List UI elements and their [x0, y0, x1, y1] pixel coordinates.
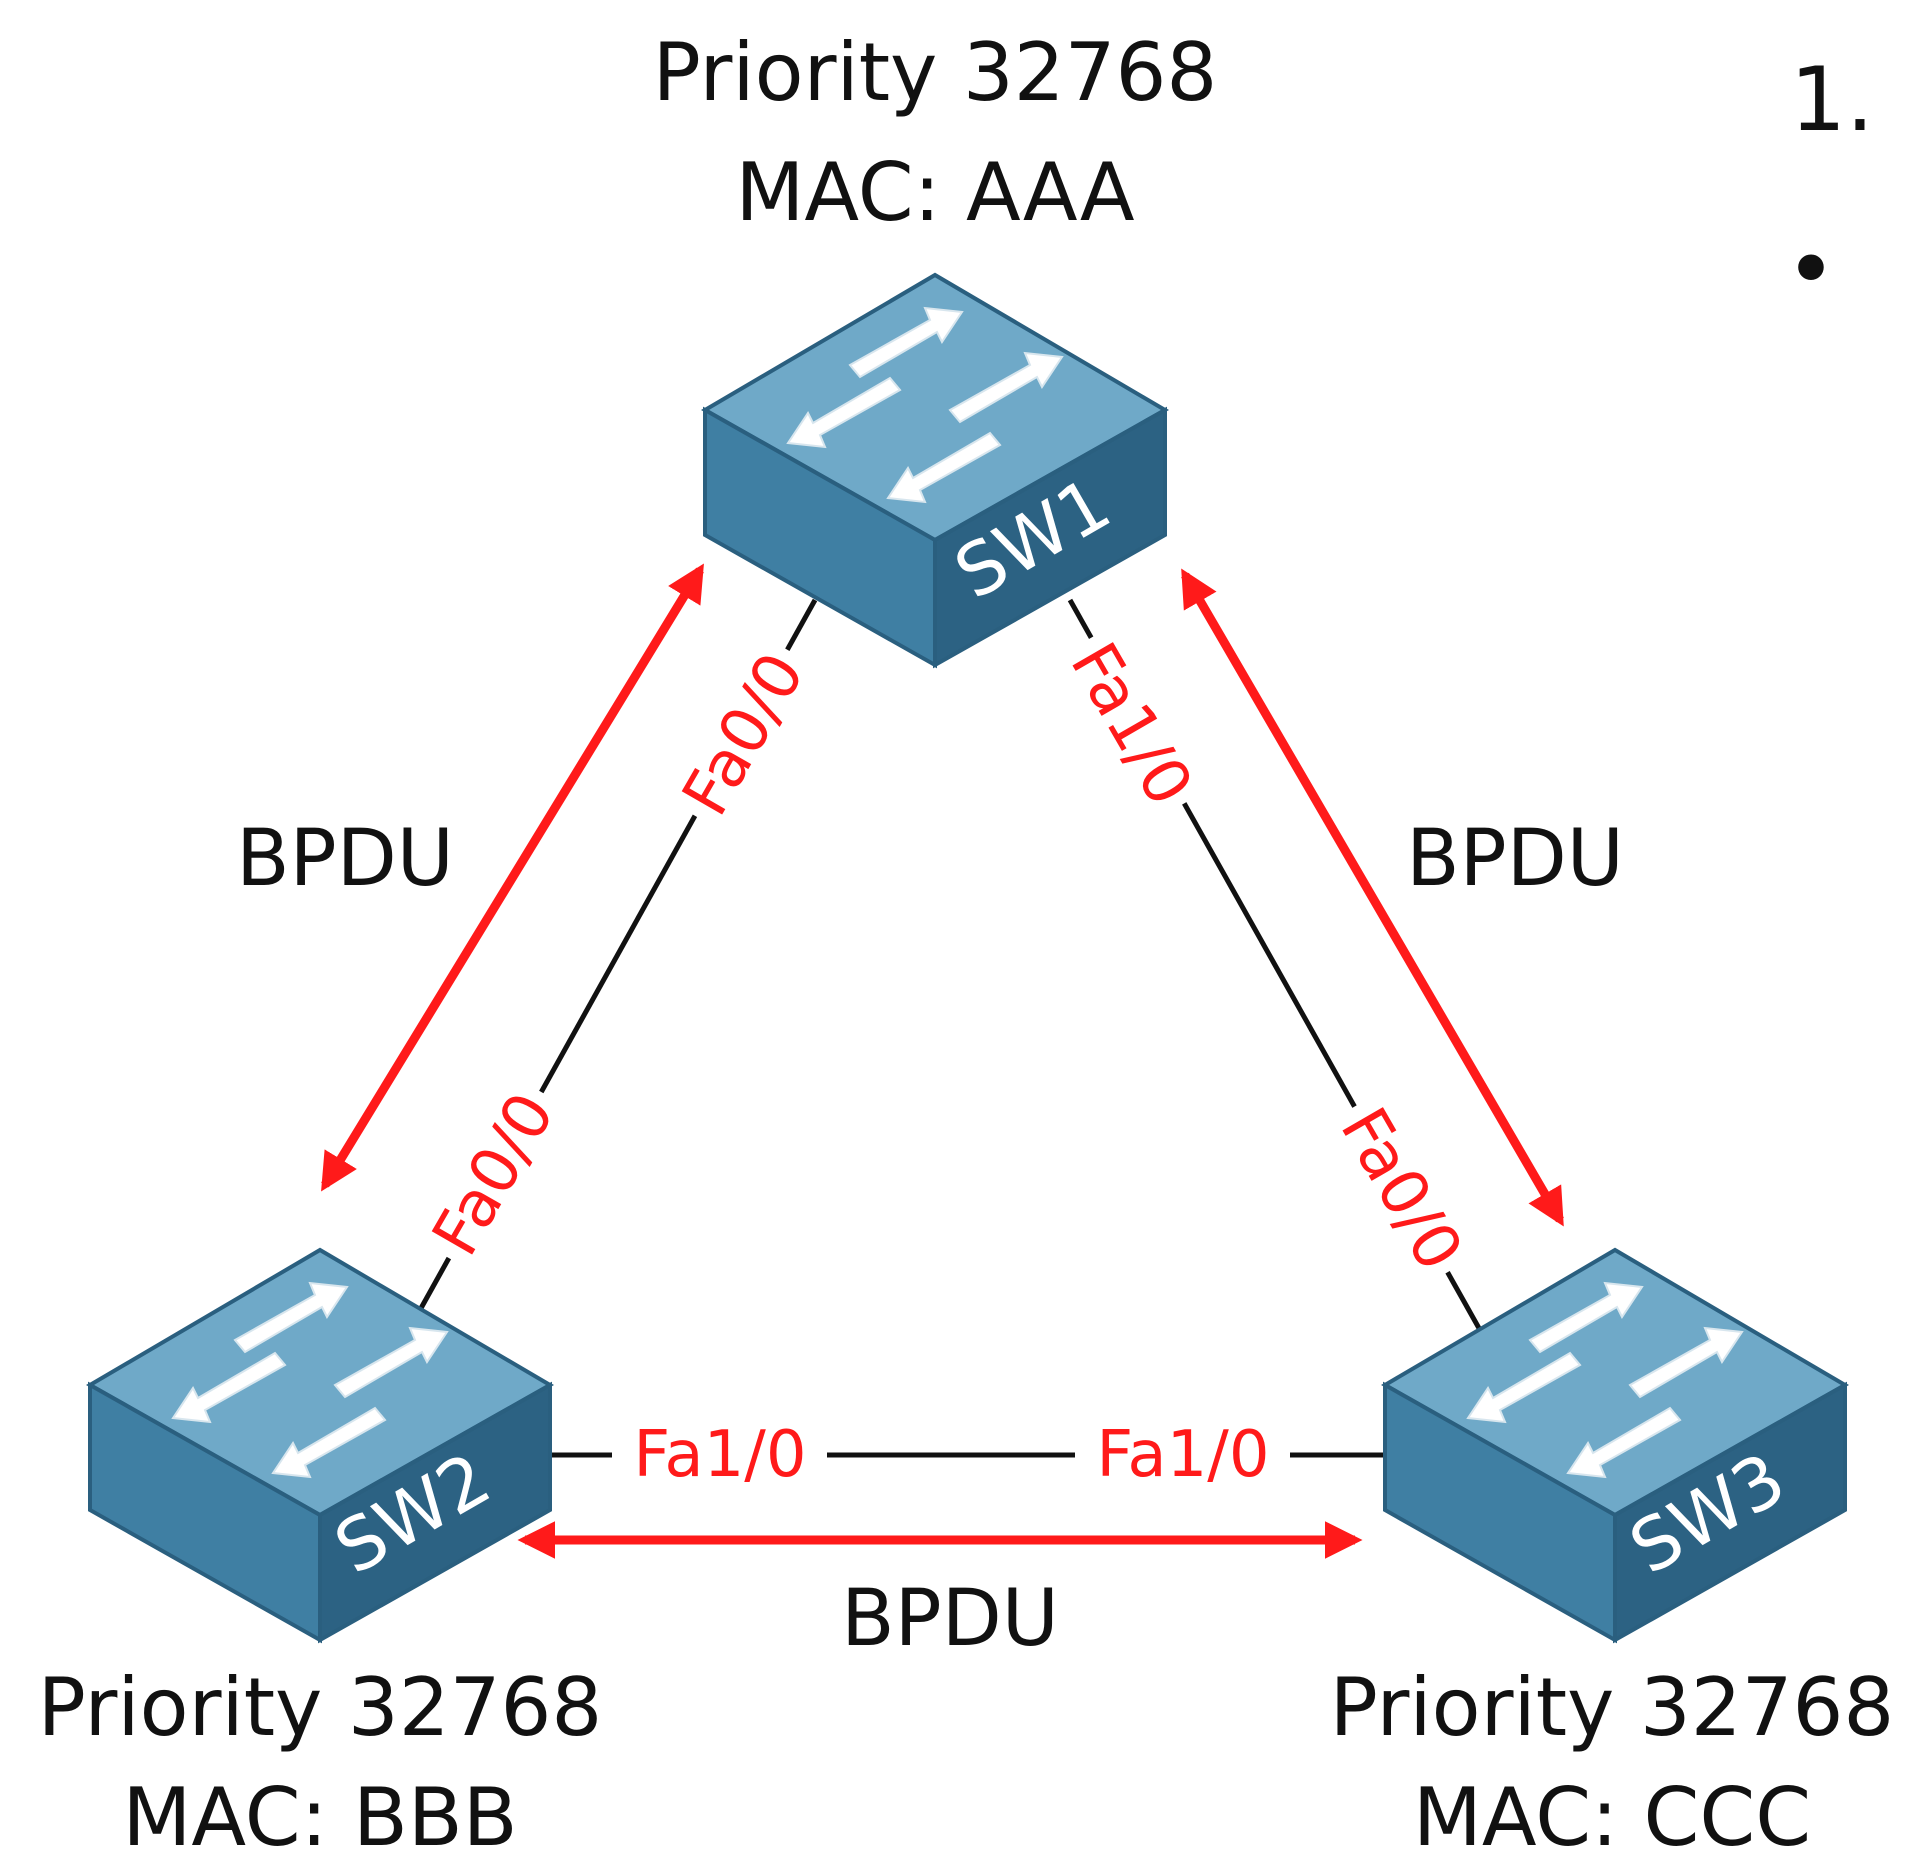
bpdu-arrow-sw1-sw2 — [321, 563, 704, 1192]
sw2-mac: MAC: BBB — [122, 1771, 517, 1860]
switch-sw1: SW1 — [703, 273, 1167, 667]
switch-icon — [88, 1248, 552, 1642]
port-label-sw3-fa0-0: Fa0/0 — [1326, 1096, 1477, 1283]
bpdu-label-right: BPDU — [1406, 814, 1624, 904]
sw3-priority: Priority 32768 — [1330, 1661, 1895, 1754]
port-label-sw1-fa1-0: Fa1/0 — [1056, 631, 1207, 818]
switch-icon — [1383, 1248, 1847, 1642]
bpdu-label-bottom: BPDU — [841, 1574, 1059, 1664]
sw1-priority: Priority 32768 — [653, 26, 1218, 119]
port-label-sw3-fa1-0: Fa1/0 — [1096, 1418, 1269, 1492]
port-label-sw2-fa0-0: Fa0/0 — [419, 1081, 570, 1268]
bpdu-arrow-sw1-sw3 — [1181, 568, 1564, 1227]
port-label-sw1-fa0-0: Fa0/0 — [669, 641, 820, 828]
port-labels: Fa0/0 Fa1/0 Fa0/0 Fa0/0 Fa1/0 Fa1/0 — [411, 621, 1484, 1492]
bpdu-arrows — [321, 563, 1564, 1559]
sw2-priority: Priority 32768 — [38, 1661, 603, 1754]
switch-icon — [703, 273, 1167, 667]
sw3-mac: MAC: CCC — [1413, 1771, 1811, 1860]
sw1-mac: MAC: AAA — [735, 146, 1134, 239]
switch-sw2: SW2 — [88, 1248, 552, 1642]
bpdu-label-left: BPDU — [236, 814, 454, 904]
port-label-sw2-fa1-0: Fa1/0 — [633, 1418, 806, 1492]
side-bullet: • — [1785, 218, 1837, 321]
links — [417, 598, 1483, 1458]
side-list-number: 1. — [1790, 48, 1874, 151]
switch-sw3: SW3 — [1383, 1248, 1847, 1642]
